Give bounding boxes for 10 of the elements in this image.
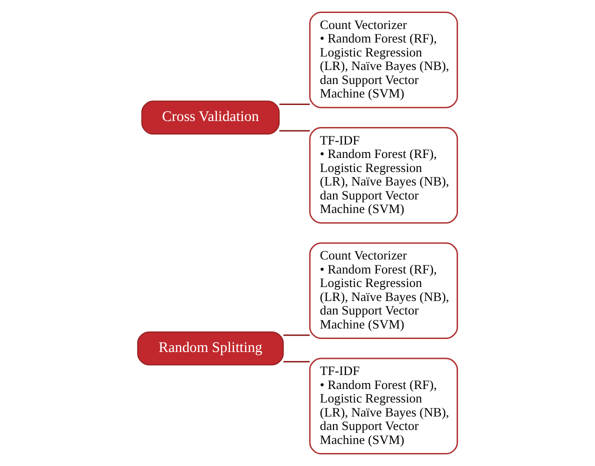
node-box: Random Splitting xyxy=(137,331,284,366)
node-box: Cross Validation xyxy=(141,100,280,135)
node-box: TF-IDF • Random Forest (RF), Logistic Regression (LR), Naïve Bayes (NB), dan Support Vector Machine (SVM) xyxy=(309,126,458,224)
connector xyxy=(283,361,310,362)
node-box: Count Vectorizer • Random Forest (RF), Logistic Regression (LR), Naïve Bayes (NB), dan Support Vector Machine (SVM) xyxy=(309,242,458,340)
node-box: Count Vectorizer • Random Forest (RF), Logistic Regression (LR), Naïve Bayes (NB), dan Support Vector Machine (SVM) xyxy=(309,12,458,108)
connector xyxy=(279,130,310,132)
connector xyxy=(279,104,310,105)
node-box: TF-IDF • Random Forest (RF), Logistic Regression (LR), Naïve Bayes (NB), dan Support Vector Machine (SVM) xyxy=(309,358,458,454)
connector xyxy=(283,334,310,336)
